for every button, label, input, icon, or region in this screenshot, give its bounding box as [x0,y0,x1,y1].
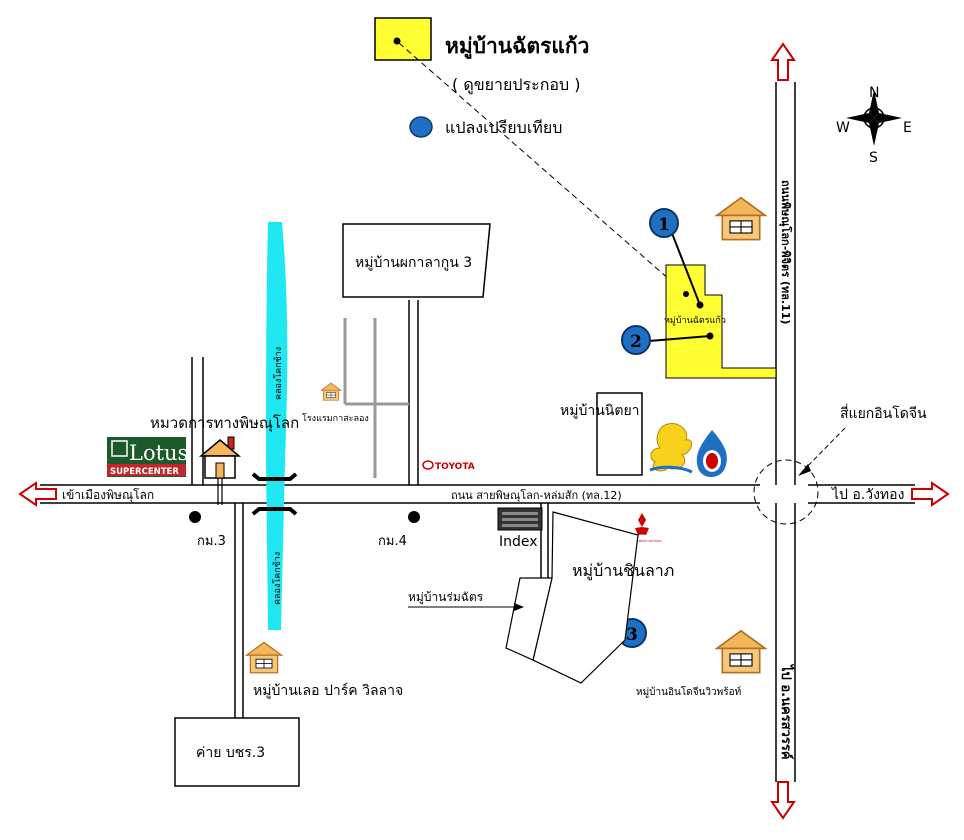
marker-2 [621,325,651,355]
km3-marker [189,511,201,523]
highways-office-icon [198,436,242,505]
intersection-pointer-head [798,464,811,476]
index-label: Index [499,534,538,550]
km4-label: กม.4 [378,534,407,549]
canal-label-top: คลองโคกช้าง [273,347,284,400]
camp-box [174,717,300,787]
bridge [251,472,298,516]
to-nakhonsawan-label: ไป อ.นครสวรรค์ [778,663,795,760]
marker-1-dot [696,301,704,309]
canal-label-bottom: คลองโคกช้าง [272,552,283,605]
hotel-label: โรงแรมกาสะลอง [302,413,369,424]
camp-label: ค่าย บชร.3 [196,745,265,761]
garuda-icon [649,423,693,474]
vertical-road-label: ถนนพิษณุโลก-พิจิตร (ทล.11) [778,180,793,324]
compass-icon: N S E W [836,85,912,166]
pea-icon [696,430,727,477]
side-roads [191,300,549,718]
hotel-icon [320,382,342,401]
marker-2-line [648,335,711,342]
legend-project-dot [393,37,401,45]
nittaya-label: หมู่บ้านนิตยา [560,403,640,419]
legend-compare-icon [409,116,433,138]
arrow-north-icon [770,42,796,81]
nittaya-plot [596,392,643,476]
main-road [40,484,915,504]
compass-w: W [836,120,850,136]
chinlap-label: หมู่บ้านชินลาภ [572,561,674,581]
pakkakun-sign [342,223,491,298]
highway-11 [775,82,796,782]
compass-n: N [869,85,879,101]
romchat-plot [505,577,553,661]
arrow-east-icon [911,481,950,507]
chatkaew-dot [683,291,689,297]
to-city-label: เข้าเมืองพิษณุโลก [62,488,154,503]
mitsubishi-logo-text: MITSUBISHI MOTORS [630,539,662,543]
house-near-project-icon [715,196,767,241]
lotus-logo-text: Lotus [129,441,188,465]
soi-roads [343,318,409,478]
canal [266,222,288,630]
romchat-label: หมู่บ้านร่มฉัตร [408,590,484,605]
compass-s: S [869,150,878,166]
arrow-south-icon [770,781,796,820]
romchat-pointer-head [514,603,524,611]
marker-3-label: 3 [626,625,638,645]
arrow-west-icon [18,481,57,507]
legend-compare-label: แปลงเปรียบเทียบ [445,118,562,137]
laor-house-icon [245,641,283,674]
pakkakun-label: หมู่บ้านผกาลากูน 3 [355,255,472,271]
toyota-logo: TOYOTA [422,460,475,472]
legend-project-name: หมู่บ้านฉัตรแก้ว [445,34,589,60]
marker-2-dot [706,332,714,340]
legend-project-note: ( ดูขยายประกอบ ) [452,75,581,95]
marker-2-label: 2 [630,332,642,352]
laor-label: หมู่บ้านเลอ ปาร์ค วิลลาจ [253,682,403,699]
chatkaew-small-label: หมู่บ้านฉัตรแก้ว [664,315,726,326]
mitsubishi-logo: MITSUBISHI MOTORS [630,513,662,543]
intersection-circle [753,459,819,525]
km4-marker [408,511,420,523]
km3-label: กม.3 [197,534,226,549]
legend-project-swatch [374,17,432,61]
lotus-logo: Lotus SUPERCENTER [107,437,188,477]
index-building-icon [497,507,543,531]
indochine-view-label: หมู่บ้านอินโดจีนวิวพร้อท์ [636,685,741,698]
to-wangthong-label: ไป อ.วังทอง [831,486,904,503]
highways-label: หมวดการทางพิษณุโลก [150,414,299,433]
compass-e: E [903,120,912,136]
indochine-house-icon [715,629,767,674]
legend-leader-line [398,42,687,295]
chatkaew-plot [665,264,777,379]
toyota-logo-text: TOYOTA [435,462,475,472]
lotus-logo-sub: SUPERCENTER [110,467,179,477]
marker-1-line [667,222,701,306]
marker-1-label: 1 [658,215,670,235]
intersection-label: สี่แยกอินโดจีน [840,404,927,422]
main-road-label: ถนน สายพิษณุโลก-หล่มสัก (ทล.12) [451,488,622,502]
marker-1 [649,208,679,238]
intersection-pointer [799,427,846,475]
